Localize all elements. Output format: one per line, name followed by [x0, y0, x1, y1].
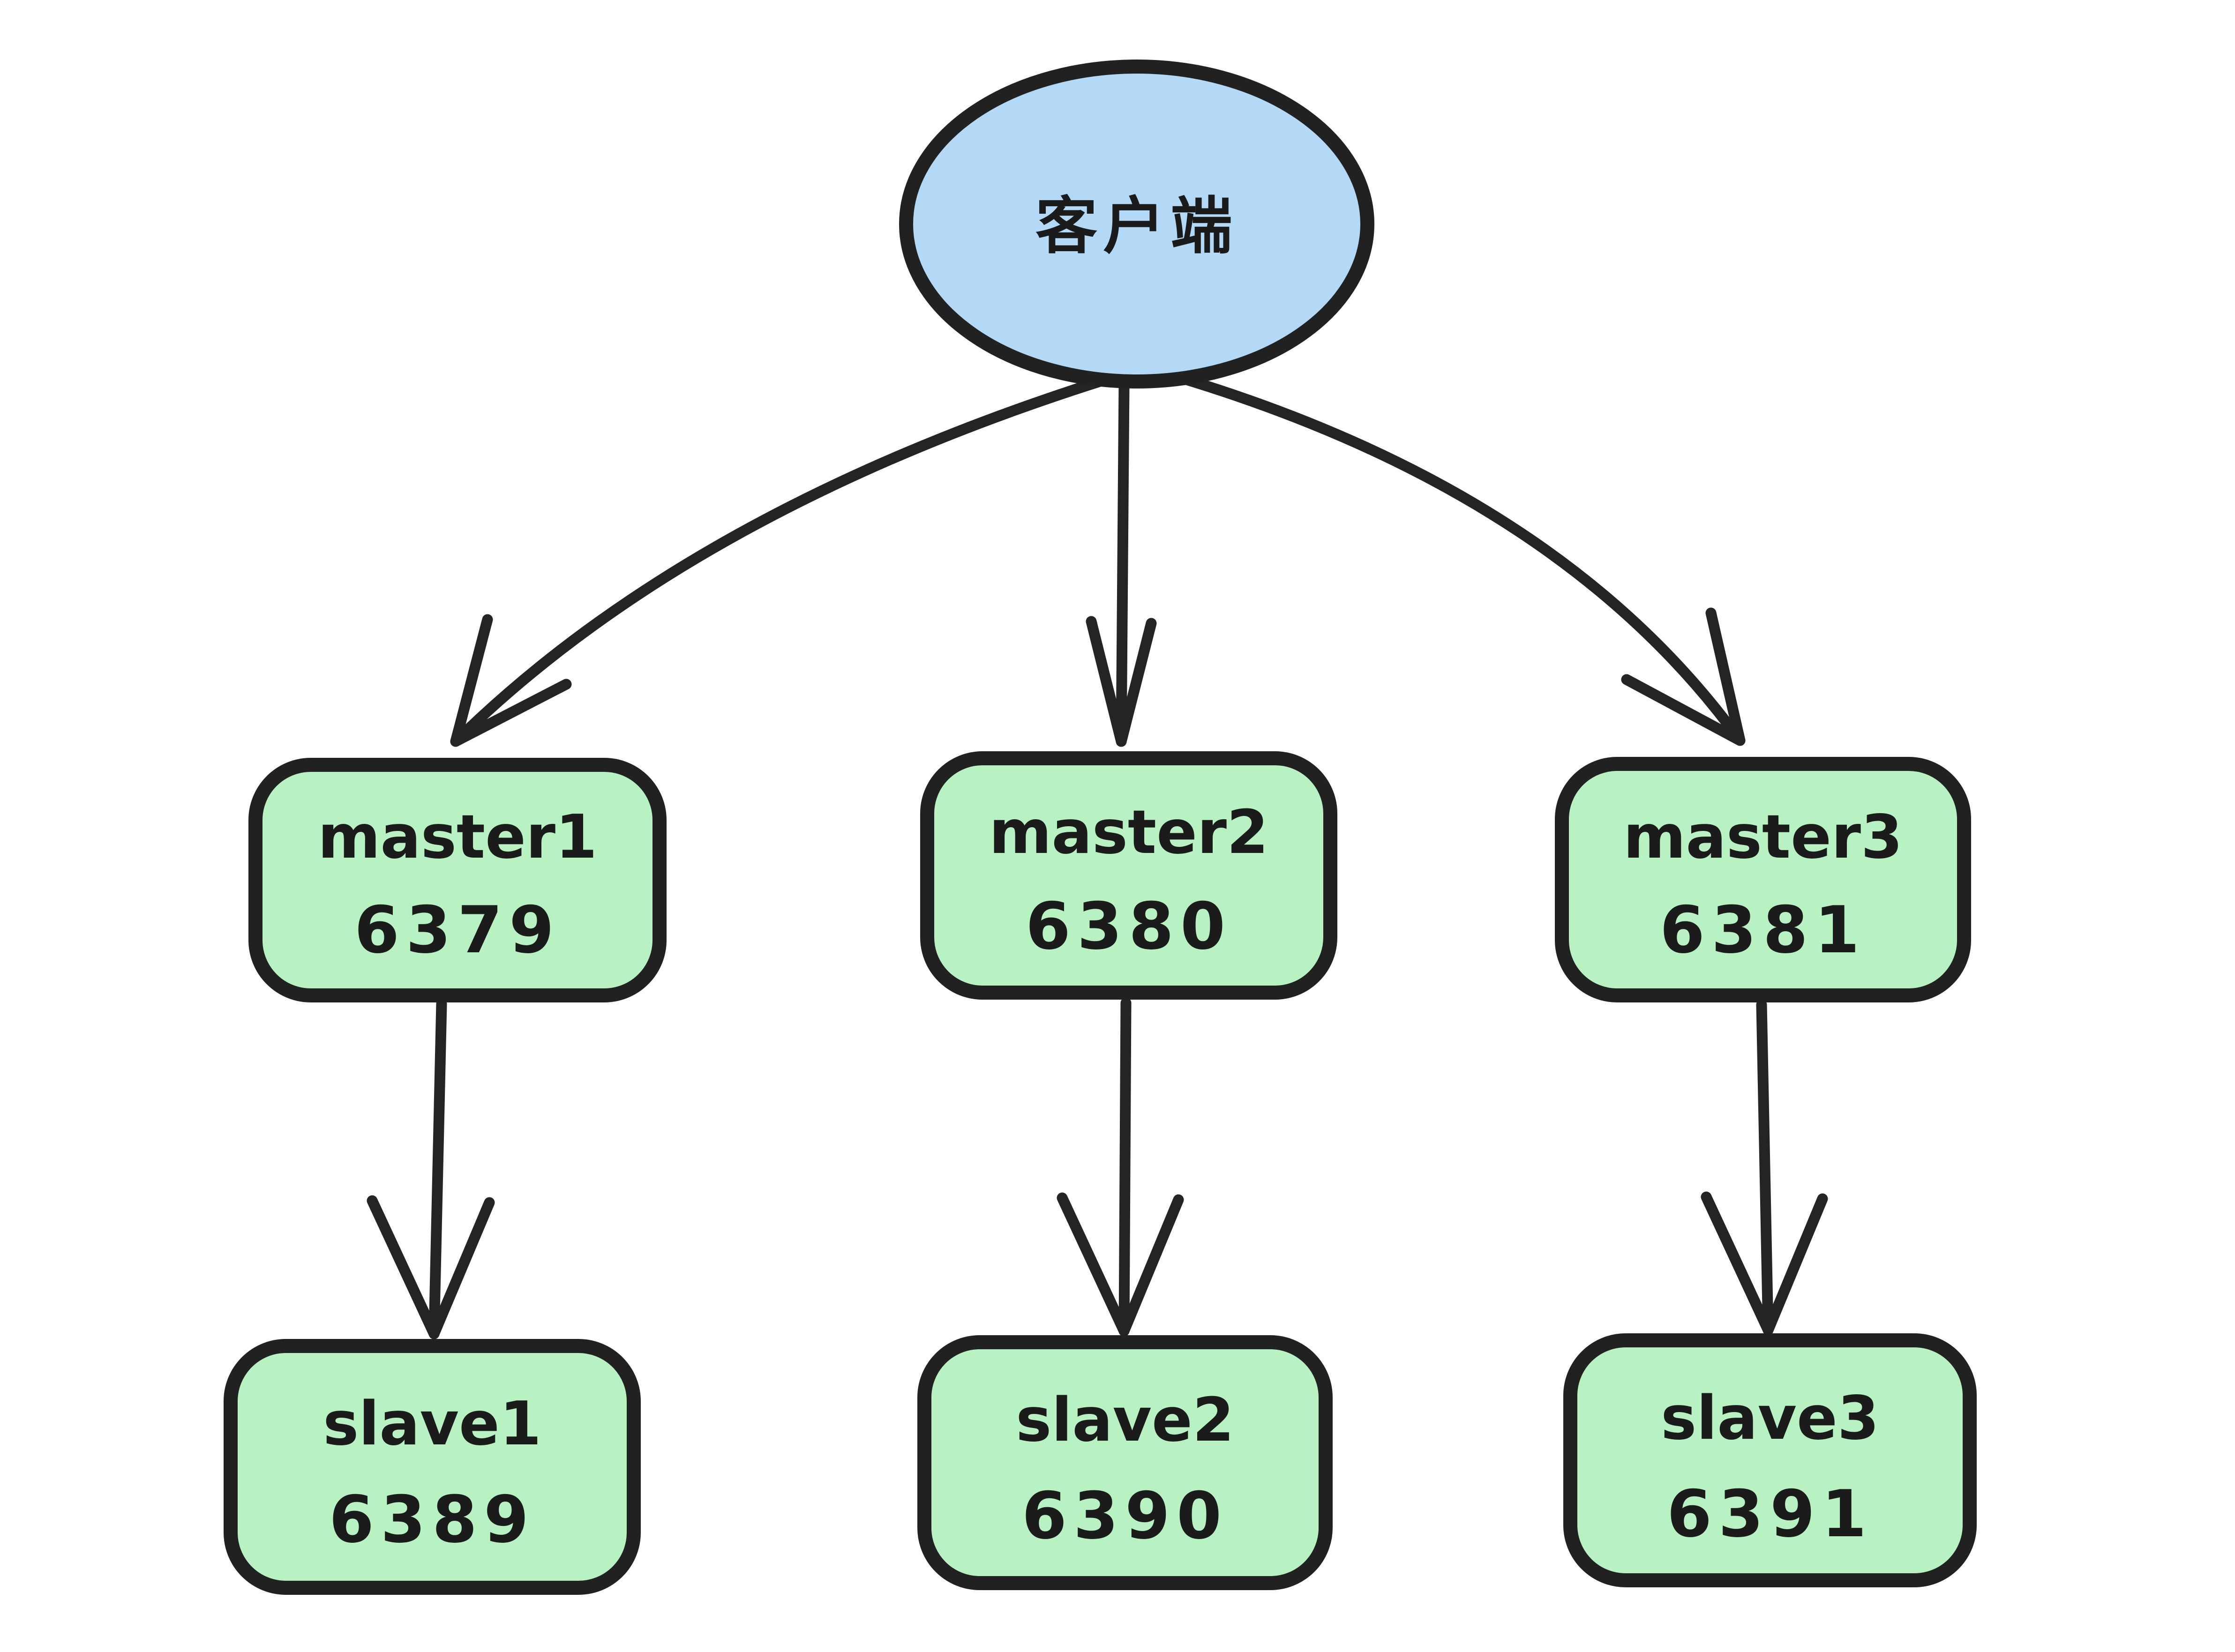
edge-line: [428, 998, 447, 1339]
master1-box: [248, 758, 667, 1002]
master2-port: 6380: [1026, 889, 1232, 964]
slave3-box: [1563, 1333, 1977, 1587]
edge-line: [1175, 372, 1746, 746]
edge-client-to-master1: [450, 375, 1108, 747]
master1-label: master1: [318, 802, 597, 872]
slave1-node: slave1 6389: [224, 1339, 641, 1595]
master3-port: 6381: [1660, 892, 1866, 968]
arrowhead-icon: [1621, 607, 1746, 746]
slave1-port: 6389: [329, 1482, 535, 1557]
edge-master3-to-slave3: [1701, 999, 1828, 1336]
arrowhead-icon: [1086, 616, 1157, 747]
master3-label: master3: [1623, 802, 1903, 872]
client-ellipse: [899, 60, 1374, 389]
master3-box: [1555, 757, 1971, 1002]
client-label: 客户端: [1035, 190, 1238, 262]
arrowhead-icon: [367, 1195, 495, 1339]
client-node: 客户端: [899, 60, 1374, 389]
edge-line: [450, 375, 1108, 747]
edge-line: [1118, 997, 1132, 1337]
master3-node: master3 6381: [1555, 757, 1971, 1002]
edge-line: [1756, 999, 1774, 1336]
slave3-label: slave3: [1661, 1383, 1879, 1453]
edge-master1-to-slave1: [367, 998, 495, 1339]
slave2-node: slave2 6390: [917, 1335, 1333, 1590]
edge-client-to-master2: [1086, 380, 1157, 747]
master2-node: master2 6380: [920, 751, 1337, 1000]
slave1-label: slave1: [323, 1389, 541, 1459]
arrowhead-icon: [1057, 1192, 1184, 1337]
arrowhead-icon: [450, 614, 572, 747]
master2-label: master2: [989, 798, 1268, 867]
slave3-node: slave3 6391: [1563, 1333, 1977, 1587]
master1-port: 6379: [354, 892, 561, 968]
slave1-box: [224, 1339, 641, 1595]
edge-master2-to-slave2: [1057, 997, 1184, 1337]
edge-client-to-master3: [1175, 372, 1746, 746]
arrowhead-icon: [1701, 1191, 1828, 1336]
master2-box: [920, 751, 1337, 1000]
slave3-port: 6391: [1667, 1476, 1873, 1552]
slave2-label: slave2: [1016, 1385, 1234, 1455]
slave2-port: 6390: [1022, 1478, 1228, 1554]
slave2-box: [917, 1335, 1333, 1590]
edge-line: [1116, 380, 1130, 747]
master1-node: master1 6379: [248, 758, 667, 1002]
